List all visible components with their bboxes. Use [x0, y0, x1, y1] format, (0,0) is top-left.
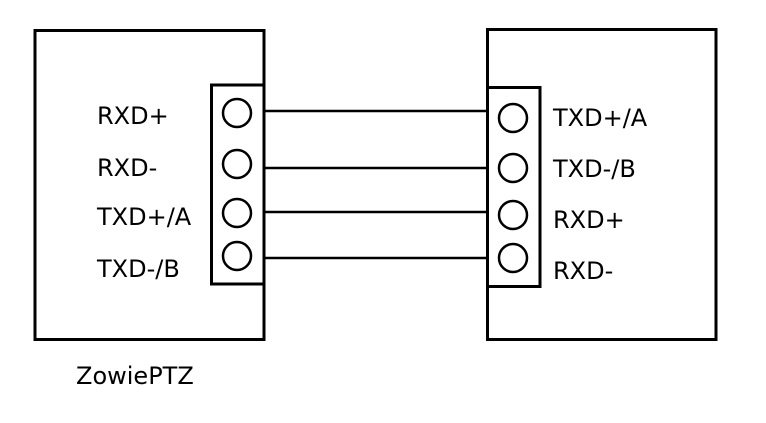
left-pin-label-2: RXD- — [97, 154, 157, 182]
right-terminal-2 — [497, 152, 529, 184]
left-terminal-block — [210, 83, 266, 286]
left-pin-label-3: TXD+/A — [96, 203, 192, 231]
right-pin-label-4: RXD- — [553, 257, 613, 285]
right-terminal-1 — [497, 102, 529, 134]
left-device-box — [33, 29, 266, 341]
right-device-box — [486, 28, 718, 341]
left-pin-label-4: TXD-/B — [96, 255, 180, 283]
right-pin-label-2: TXD-/B — [552, 155, 636, 183]
left-pin-label-1: RXD+ — [97, 102, 169, 130]
right-terminal-3 — [497, 199, 529, 231]
right-terminal-4 — [497, 242, 529, 274]
left-terminal-4 — [221, 240, 253, 272]
left-terminal-2 — [221, 148, 253, 180]
left-terminal-3 — [221, 197, 253, 229]
left-device-name: ZowiePTZ — [76, 362, 194, 390]
right-terminal-block — [486, 86, 542, 288]
right-pin-label-3: RXD+ — [553, 206, 625, 234]
left-terminal-1 — [221, 97, 253, 129]
right-pin-label-1: TXD+/A — [552, 104, 648, 132]
